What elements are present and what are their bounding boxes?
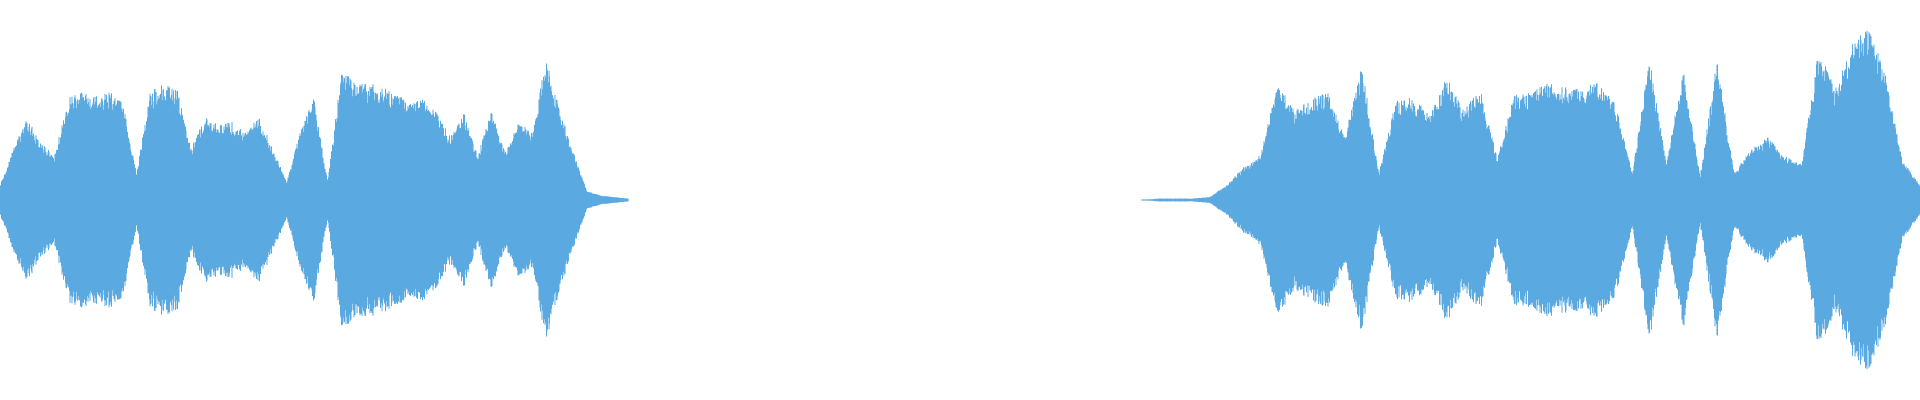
waveform-segment [1141,30,1920,370]
waveform-samples [1141,30,1920,370]
waveform-segment [0,63,629,337]
waveform-samples [0,63,629,337]
